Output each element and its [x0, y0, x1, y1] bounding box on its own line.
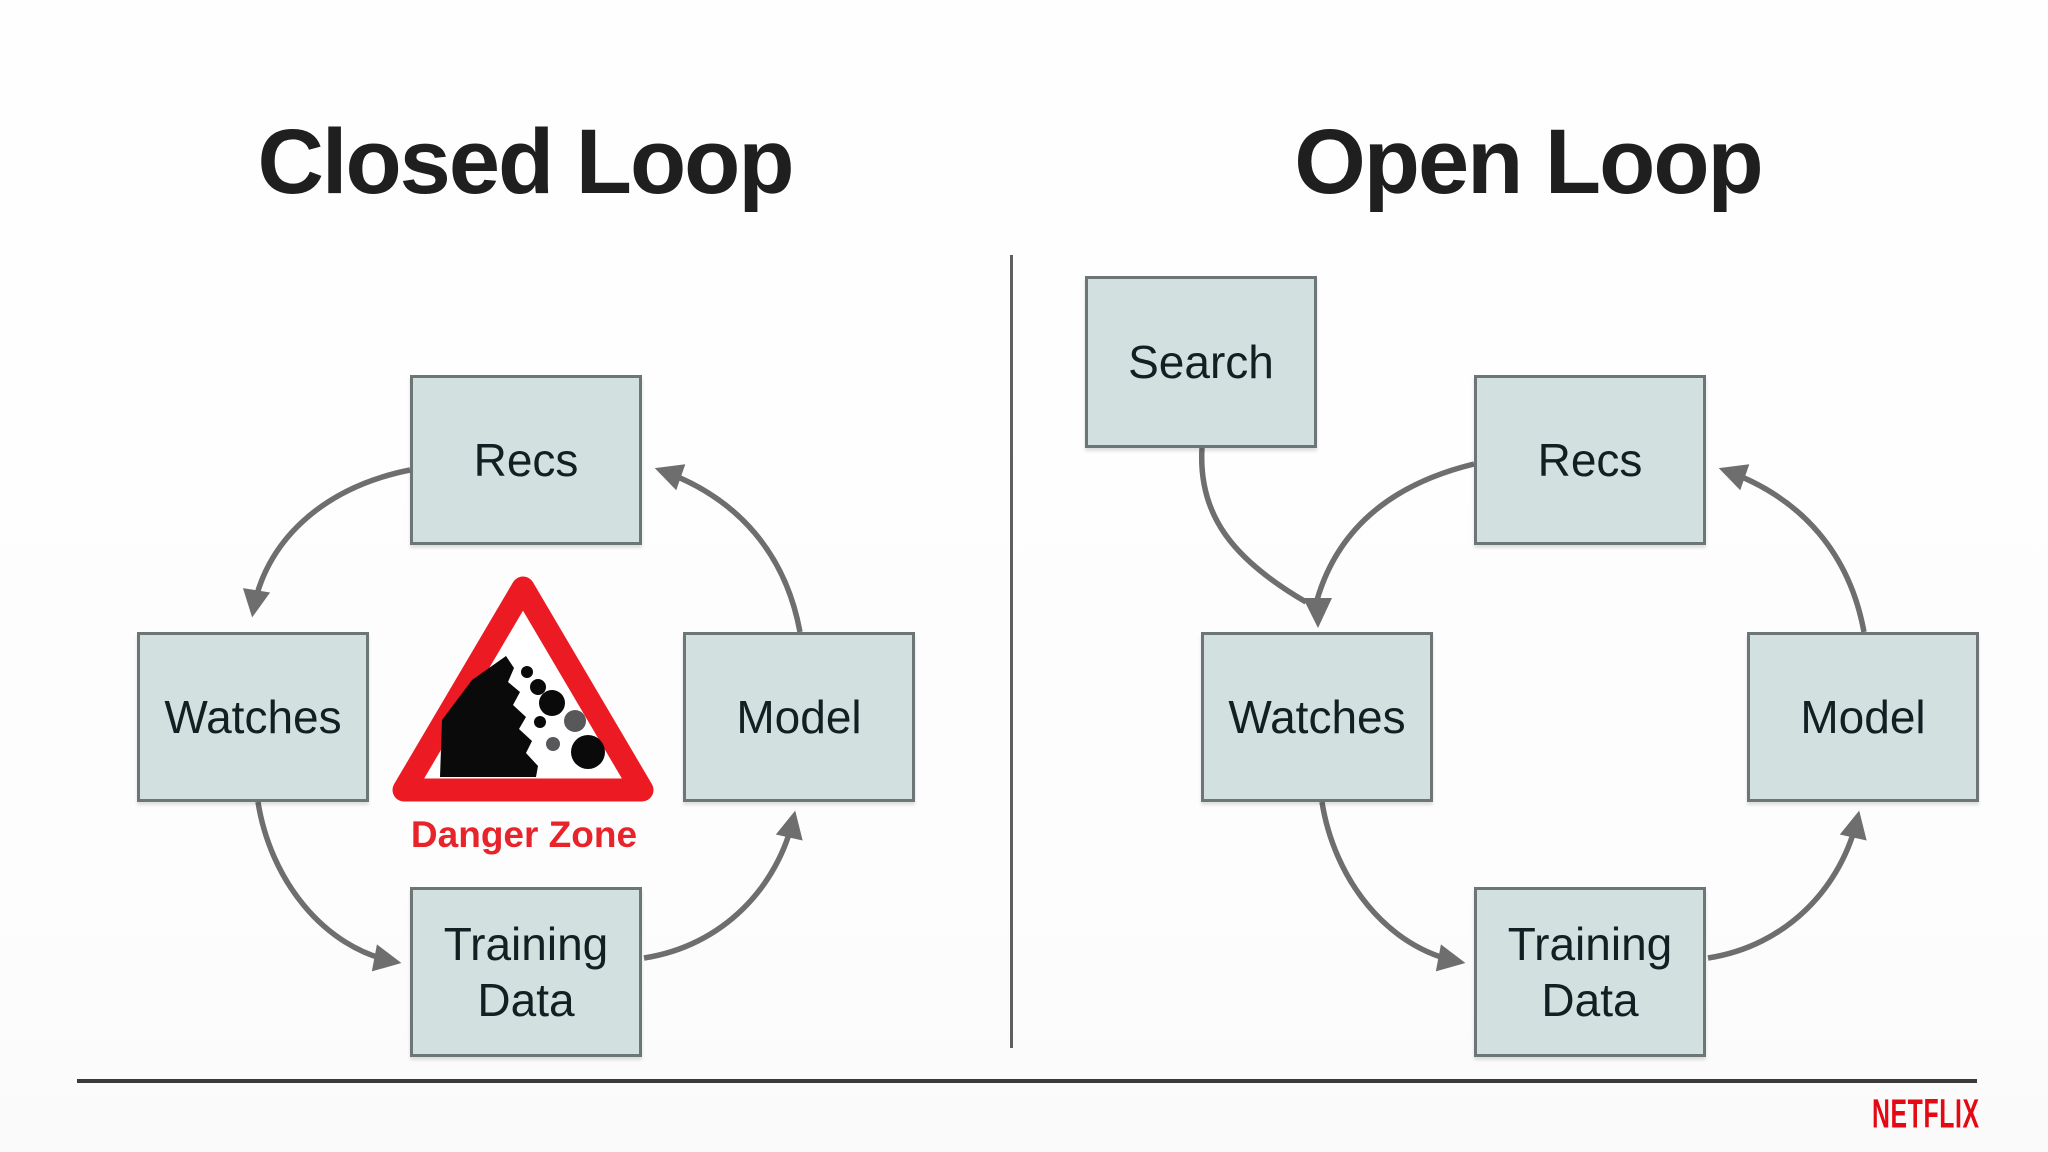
node-open-watches: Watches [1201, 632, 1433, 802]
node-open-training: Training Data [1474, 887, 1706, 1057]
arrow-open-training-to-model [1707, 810, 1867, 961]
panel-divider [1010, 255, 1013, 1048]
arrow-open-recs-to-watches [1314, 461, 1475, 601]
node-label: Model [1800, 690, 1926, 743]
arrow-open-watches-to-training [1319, 801, 1466, 972]
node-open-model: Model [1747, 632, 1979, 802]
node-label: Recs [1537, 433, 1643, 486]
node-label: Watches [1228, 690, 1406, 743]
arrow-closed-model-to-recs [654, 464, 803, 633]
closed-loop-title: Closed Loop [257, 111, 794, 213]
falling-rocks-icon [440, 656, 605, 777]
node-open-recs: Recs [1474, 375, 1706, 545]
node-closed-recs: Recs [410, 375, 642, 545]
falling-rocks-warning-icon [392, 576, 654, 802]
arrow-closed-training-to-model [643, 810, 803, 961]
danger-zone-label: Danger Zone [410, 814, 638, 855]
arrow-open-search-to-watches [1198, 447, 1308, 605]
node-label: Model [736, 690, 862, 743]
node-label: Search [1128, 335, 1274, 388]
node-label: Training Data [443, 917, 609, 1026]
netflix-logo: NETFLIX [1872, 1091, 1980, 1137]
node-label: Watches [164, 690, 342, 743]
footer-rule [77, 1079, 1977, 1083]
node-closed-model: Model [683, 632, 915, 802]
arrowhead-open-into-watches [1303, 598, 1332, 628]
node-label: Recs [473, 433, 579, 486]
arrow-closed-recs-to-watches [242, 467, 411, 618]
arrow-closed-watches-to-training [255, 801, 402, 972]
arrow-open-model-to-recs [1718, 464, 1867, 633]
open-loop-title: Open Loop [1294, 111, 1763, 213]
node-closed-training: Training Data [410, 887, 642, 1057]
node-label: Training Data [1507, 917, 1673, 1026]
node-open-search: Search [1085, 276, 1317, 448]
node-closed-watches: Watches [137, 632, 369, 802]
